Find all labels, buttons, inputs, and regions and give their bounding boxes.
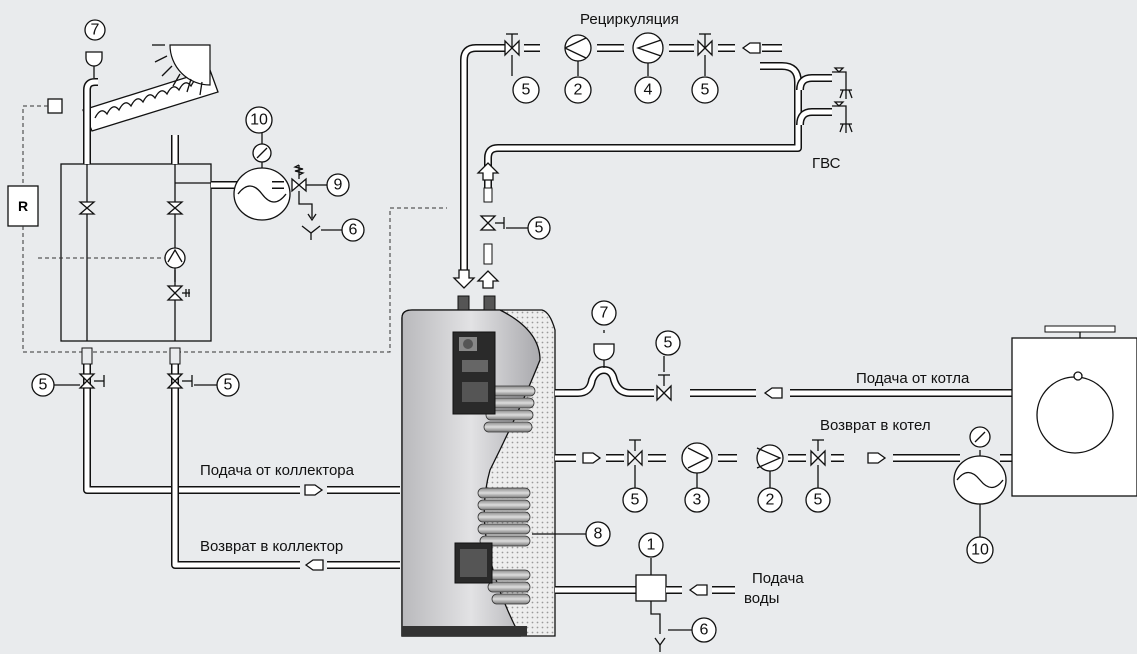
flow-arrow-icon bbox=[476, 162, 500, 181]
callout-7-solar-text: 7 bbox=[91, 22, 100, 39]
flow-arrow-icon bbox=[867, 452, 887, 464]
valve-icon bbox=[656, 384, 672, 402]
callout-5-recirc-b: 5 bbox=[701, 82, 710, 99]
callout-2-ret: 2 bbox=[766, 492, 775, 509]
dhw-taps bbox=[796, 67, 853, 133]
label-from-collector: Подача от коллектора bbox=[200, 462, 355, 479]
air-vent-icon bbox=[593, 343, 615, 361]
flow-arrow-icon bbox=[476, 270, 500, 289]
callout-10-boiler: 10 bbox=[971, 542, 989, 559]
label-water-supply-1: Подача bbox=[752, 570, 804, 587]
callout-4: 4 bbox=[644, 82, 653, 99]
controller-box bbox=[7, 185, 39, 227]
check-valve-icon bbox=[564, 34, 592, 62]
solar-collector-icon bbox=[82, 69, 219, 164]
label-to-collector: Возврат в коллектор bbox=[200, 538, 343, 555]
flow-arrow-icon bbox=[304, 559, 324, 571]
controller-label: R bbox=[18, 198, 28, 214]
callout-5-ret-b: 5 bbox=[814, 492, 823, 509]
callout-5-b: 5 bbox=[224, 377, 233, 394]
callout-5-recirc-a: 5 bbox=[522, 82, 531, 99]
heat-exchanger-coil-lower bbox=[477, 487, 531, 605]
temperature-sensor-icon bbox=[47, 98, 63, 114]
callout-3: 3 bbox=[693, 492, 702, 509]
label-water-supply-2: воды bbox=[744, 590, 779, 607]
boiler-supply-line: 7 5 Подача от котла bbox=[555, 300, 1012, 402]
flow-arrow-icon bbox=[741, 42, 761, 54]
callout-5-boiler: 5 bbox=[664, 335, 673, 352]
valve-icon bbox=[810, 449, 826, 467]
control-panel bbox=[452, 331, 496, 415]
callout-10-solar: 10 bbox=[250, 112, 268, 129]
electric-heater-panel bbox=[454, 542, 493, 584]
callout-8: 8 bbox=[594, 526, 603, 543]
sun-icon bbox=[152, 44, 211, 96]
faucet-icon bbox=[832, 67, 853, 99]
cold-water-inlet: 1 6 Подача воды bbox=[555, 532, 804, 652]
drain-funnel-icon bbox=[301, 225, 321, 240]
callout-5-ret-a: 5 bbox=[631, 492, 640, 509]
callout-7-solar bbox=[84, 19, 106, 41]
solar-pump-icon bbox=[164, 247, 186, 269]
expansion-vessel-icon bbox=[233, 167, 291, 221]
label-from-boiler: Подача от котла bbox=[856, 370, 970, 387]
solar-station bbox=[60, 163, 212, 342]
flow-arrow-icon bbox=[688, 584, 708, 596]
label-recirculation: Рециркуляция bbox=[580, 11, 679, 28]
flow-arrow-icon bbox=[763, 387, 783, 399]
recirculation-line bbox=[504, 32, 782, 76]
dhw-shutoff-valve-icon bbox=[479, 215, 505, 231]
boiler-return-line: Возврат в котел bbox=[555, 417, 1012, 488]
heat-exchanger-coil-upper bbox=[483, 385, 536, 433]
callout-5-a: 5 bbox=[39, 377, 48, 394]
safety-valve-icon bbox=[291, 164, 320, 222]
faucet-icon bbox=[832, 101, 853, 133]
mixing-valve-icon bbox=[635, 574, 667, 602]
callout-2-recirc: 2 bbox=[574, 82, 583, 99]
valve-icon bbox=[627, 449, 643, 467]
callout-5-dhw: 5 bbox=[535, 220, 544, 237]
callout-6-solar: 6 bbox=[349, 222, 358, 239]
label-to-boiler: Возврат в котел bbox=[820, 417, 931, 434]
valve-icon bbox=[78, 201, 190, 301]
label-dhw: ГВС bbox=[812, 155, 841, 172]
boiler-expansion-vessel-icon bbox=[953, 426, 1007, 538]
boiler-icon bbox=[1011, 325, 1137, 497]
callout-7-boiler: 7 bbox=[600, 305, 609, 322]
shutoff-valve-icon bbox=[78, 373, 193, 389]
flow-arrow-icon bbox=[304, 484, 324, 496]
callout-6-water: 6 bbox=[700, 622, 709, 639]
water-heater-tank bbox=[401, 295, 556, 637]
air-vent-icon bbox=[85, 51, 103, 78]
callout-1: 1 bbox=[647, 537, 656, 554]
flow-arrow-icon bbox=[452, 269, 476, 289]
callout-9: 9 bbox=[334, 177, 343, 194]
flow-arrow-icon bbox=[582, 452, 602, 464]
